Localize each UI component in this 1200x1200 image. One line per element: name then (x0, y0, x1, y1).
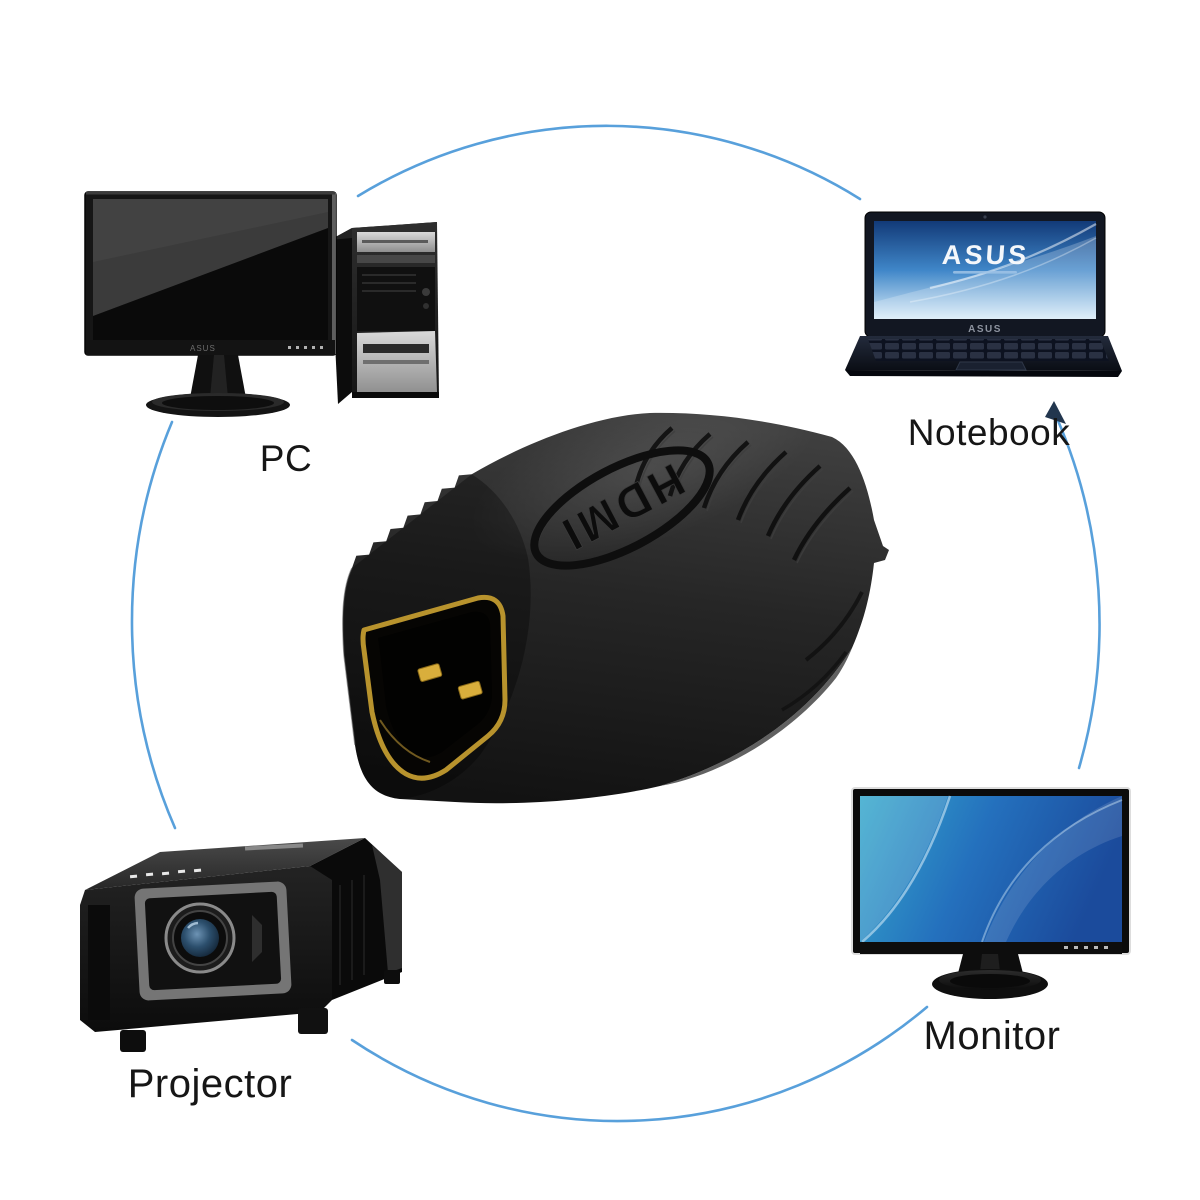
coupler-side-fins (781, 591, 864, 712)
notebook-base (845, 336, 1122, 377)
direction-arrowhead-icon (1045, 401, 1066, 424)
projector-top-logo-bar (244, 843, 304, 851)
projector-foot-left (120, 1030, 146, 1052)
monitor-buttons (1064, 946, 1108, 949)
hdmi-port-pins (417, 663, 483, 700)
notebook-illustration: ASUS ASUS (845, 211, 1122, 377)
projector-indicator-lights (129, 868, 202, 879)
notebook-screen-tagline-line (953, 271, 1017, 274)
notebook-bezel-logo: ASUS (968, 324, 1002, 335)
projector-label: Projector (127, 1062, 293, 1106)
hdmi-port (360, 594, 508, 781)
ring-arc-top (356, 124, 862, 201)
projector-illustration (80, 838, 402, 1052)
ring-arc-left (130, 420, 177, 830)
projector-top-face (85, 838, 365, 890)
projector-right-face (310, 838, 402, 1000)
projector-left-vent (88, 905, 110, 1020)
pc-bezel-logo: ASUS (190, 344, 216, 353)
monitor-illustration (851, 787, 1131, 999)
monitor-screen (860, 796, 1122, 942)
pc-monitor: ASUS (84, 191, 337, 417)
projector-lens-assembly (134, 881, 292, 1001)
pc-label: PC (259, 438, 313, 479)
hdmi-coupler-illustration: HDMI (342, 395, 889, 804)
pc-tower (330, 222, 439, 404)
ring-arc-right (1054, 414, 1101, 770)
ring-arcs (130, 124, 1101, 1123)
monitor-label: Monitor (923, 1014, 1061, 1058)
pc-monitor-buttons (288, 346, 323, 349)
notebook-label: Notebook (907, 412, 1071, 453)
projector-foot-back (384, 970, 400, 984)
pc-illustration: ASUS (84, 191, 439, 417)
notebook-screen-logo: ASUS (941, 240, 1030, 270)
coupler-grip-ridges (633, 426, 852, 561)
ring-arc-bottom (350, 1005, 929, 1123)
projector-foot-right (298, 1008, 328, 1034)
notebook-screen: ASUS ASUS (864, 211, 1106, 338)
